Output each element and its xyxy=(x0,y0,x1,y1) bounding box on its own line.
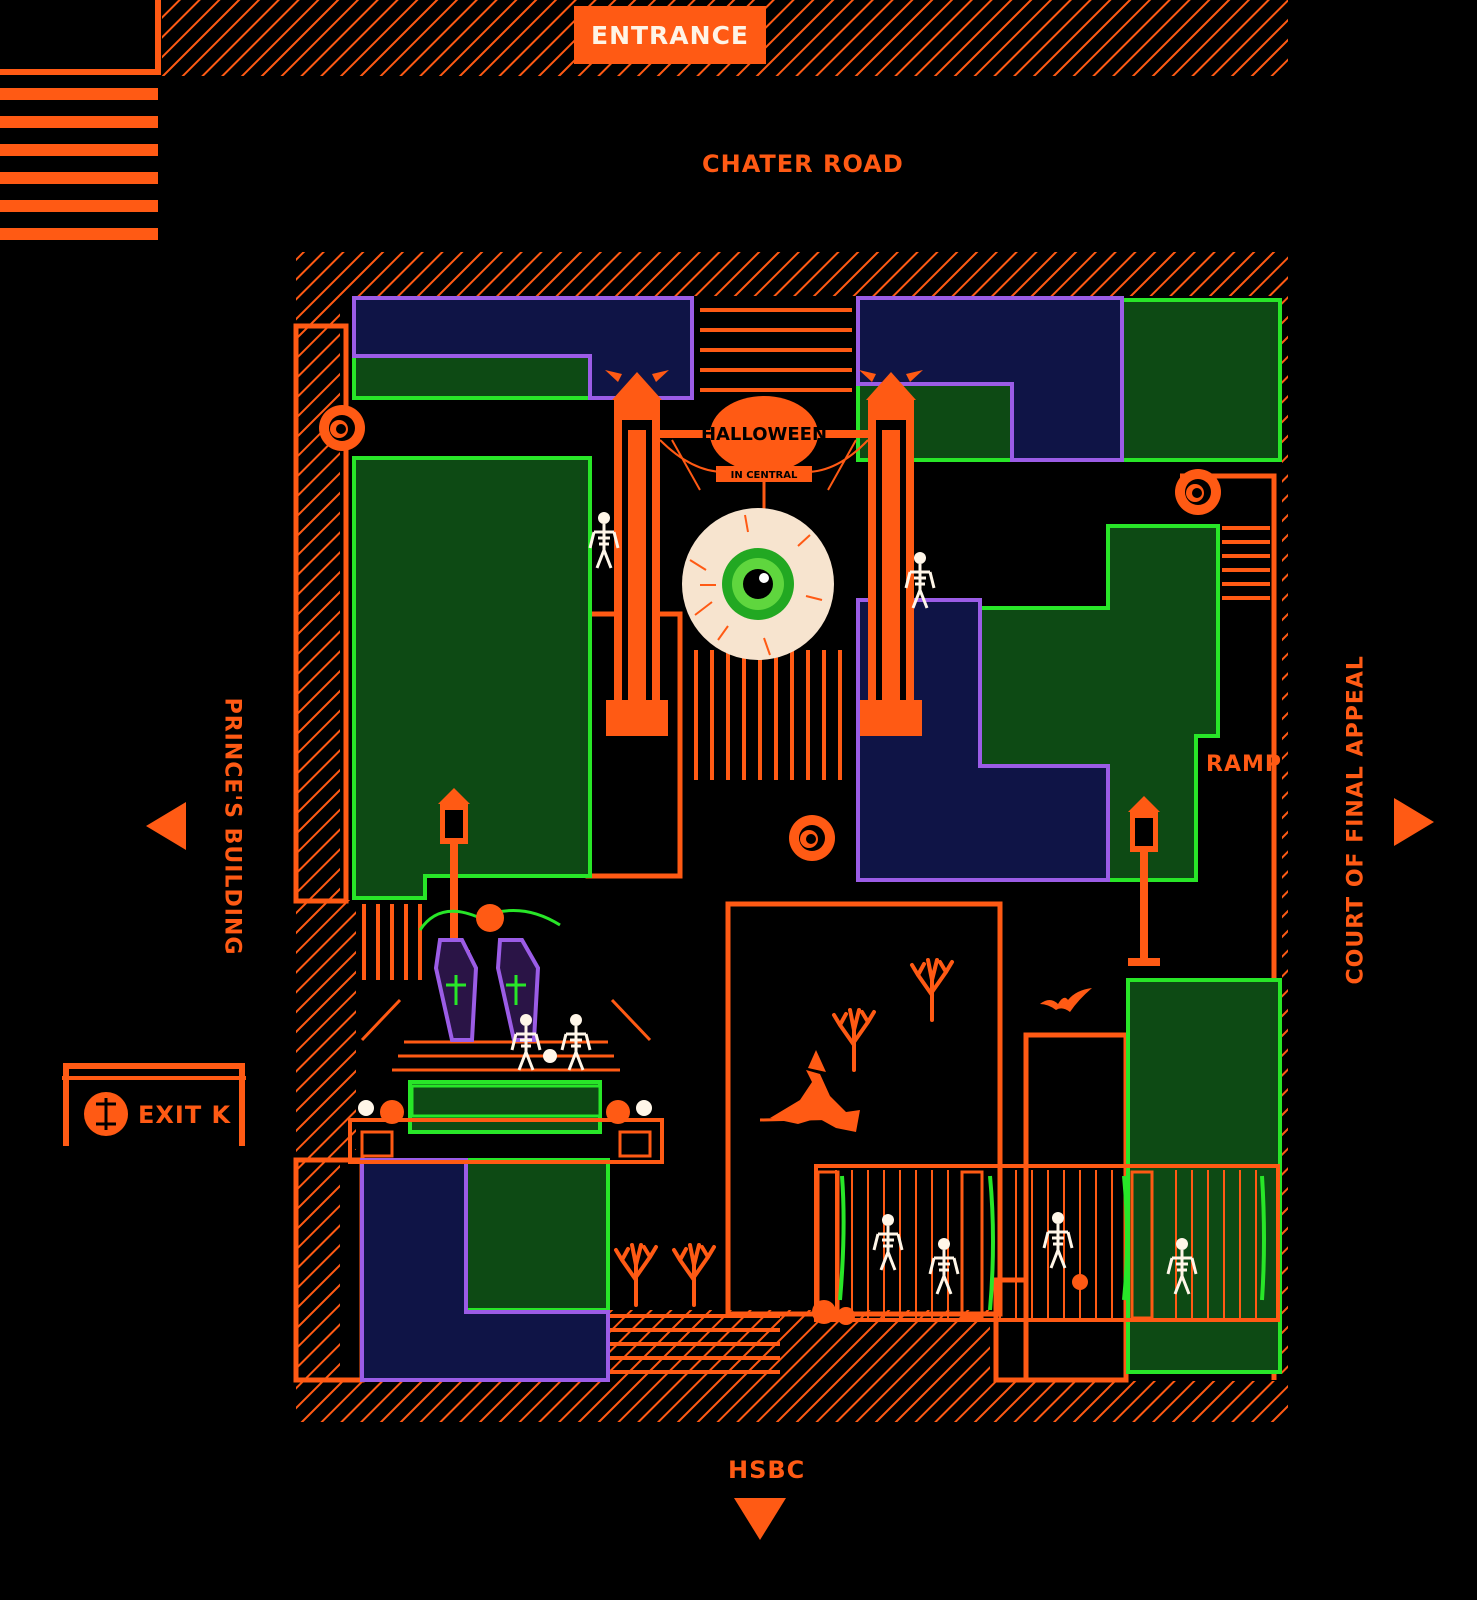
eye-marker-icon[interactable] xyxy=(319,405,365,451)
halloween-gate-installation[interactable]: HALLOWEEN IN CENTRAL xyxy=(588,370,936,736)
arrow-left-icon[interactable] xyxy=(146,802,186,850)
eye-marker-icon[interactable] xyxy=(789,815,835,861)
princes-building-label: PRINCE'S BUILDING xyxy=(219,697,245,956)
arrow-right-icon[interactable] xyxy=(1394,798,1434,846)
pumpkin-icon xyxy=(812,1300,836,1324)
entrance-label[interactable]: ENTRANCE xyxy=(574,6,766,64)
gate-logo-subtitle: IN CENTRAL xyxy=(731,470,798,481)
eye-marker-icon[interactable] xyxy=(1175,469,1221,515)
gate-logo-title: HALLOWEEN xyxy=(701,424,827,445)
witch-icon xyxy=(759,1050,860,1132)
coffin-icon xyxy=(446,975,526,1005)
exit-k-label[interactable]: EXIT K xyxy=(138,1101,232,1129)
pumpkin-icon xyxy=(1072,1274,1088,1290)
court-of-final-appeal-label: COURT OF FINAL APPEAL xyxy=(1343,655,1369,985)
pumpkin-icon xyxy=(476,904,504,932)
pumpkin-icon xyxy=(837,1307,855,1325)
hsbc-label: HSBC xyxy=(728,1456,806,1484)
bat-icon xyxy=(1040,988,1092,1012)
coffin-stage-installation[interactable] xyxy=(348,904,664,1164)
stairs xyxy=(362,308,1270,1374)
chater-road-label: CHATER ROAD xyxy=(702,150,904,178)
exit-k-sign[interactable] xyxy=(62,1063,246,1146)
green-zones xyxy=(352,298,1282,1374)
top-left-stairs xyxy=(0,0,161,240)
blue-zones xyxy=(352,296,1124,1382)
ramp-label: RAMP xyxy=(1206,752,1282,777)
arrow-down-icon[interactable] xyxy=(734,1498,786,1540)
pumpkin-icon xyxy=(606,1100,630,1124)
skeleton-cage-installation[interactable] xyxy=(812,1164,1280,1325)
pumpkin-icon xyxy=(380,1100,404,1124)
